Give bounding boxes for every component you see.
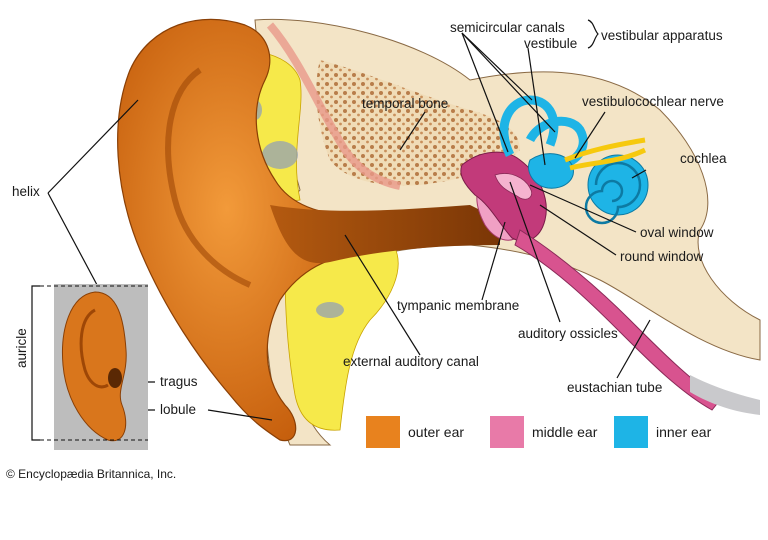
air-cell [316,302,344,318]
dura-layer [266,22,401,190]
label-eustachian-tube: eustachian tube [567,380,662,395]
middle-ear-cavity [460,151,547,242]
label-lobule: lobule [160,402,196,417]
label-vestibular-apparatus: vestibular apparatus [601,28,723,43]
label-vestibulocochlear-nerve: vestibulocochlear nerve [582,94,724,109]
ossicles-shape [494,173,533,200]
eustachian-tube-shape [514,229,721,411]
legend-label-middle-ear: middle ear [532,424,598,440]
vestibule-shape [528,153,574,189]
legend-label-outer-ear: outer ear [408,424,464,440]
vestibulocochlear-nerve-shape [564,137,647,171]
label-temporal-bone: temporal bone [362,96,448,111]
cochlea-shape [584,154,649,225]
legend: outer ear middle ear inner ear [366,416,712,448]
semicircular-canals-shape [499,95,588,170]
legend-swatch-inner-ear [614,416,648,448]
legend-swatch-middle-ear [490,416,524,448]
label-auricle: auricle [14,328,29,368]
air-cell [262,141,298,169]
eustachian-tube-gray [690,375,760,415]
auricle-shape [117,18,361,442]
auricle-photo-ear [61,291,127,442]
label-auditory-ossicles: auditory ossicles [518,326,618,341]
label-oval-window: oval window [640,225,714,240]
legend-swatch-outer-ear [366,416,400,448]
label-round-window: round window [620,249,704,264]
vestibular-brace [587,19,599,49]
auricle-photo-fold [79,308,109,389]
auricle-inner-fold [165,67,252,288]
label-helix: helix [12,184,40,199]
copyright-credit: © Encyclopædia Britannica, Inc. [6,467,176,481]
external-auditory-canal-shape [270,205,500,264]
auricle-bracket [31,285,40,441]
label-cochlea: cochlea [680,151,727,166]
label-tympanic-membrane: tympanic membrane [397,298,519,313]
label-tragus: tragus [160,374,198,389]
auricle-photo-canal [108,368,122,388]
label-vestibule: vestibule [524,36,577,51]
label-semicircular-canals: semicircular canals [450,20,565,35]
label-external-auditory-canal: external auditory canal [343,354,479,369]
legend-label-inner-ear: inner ear [656,424,712,440]
